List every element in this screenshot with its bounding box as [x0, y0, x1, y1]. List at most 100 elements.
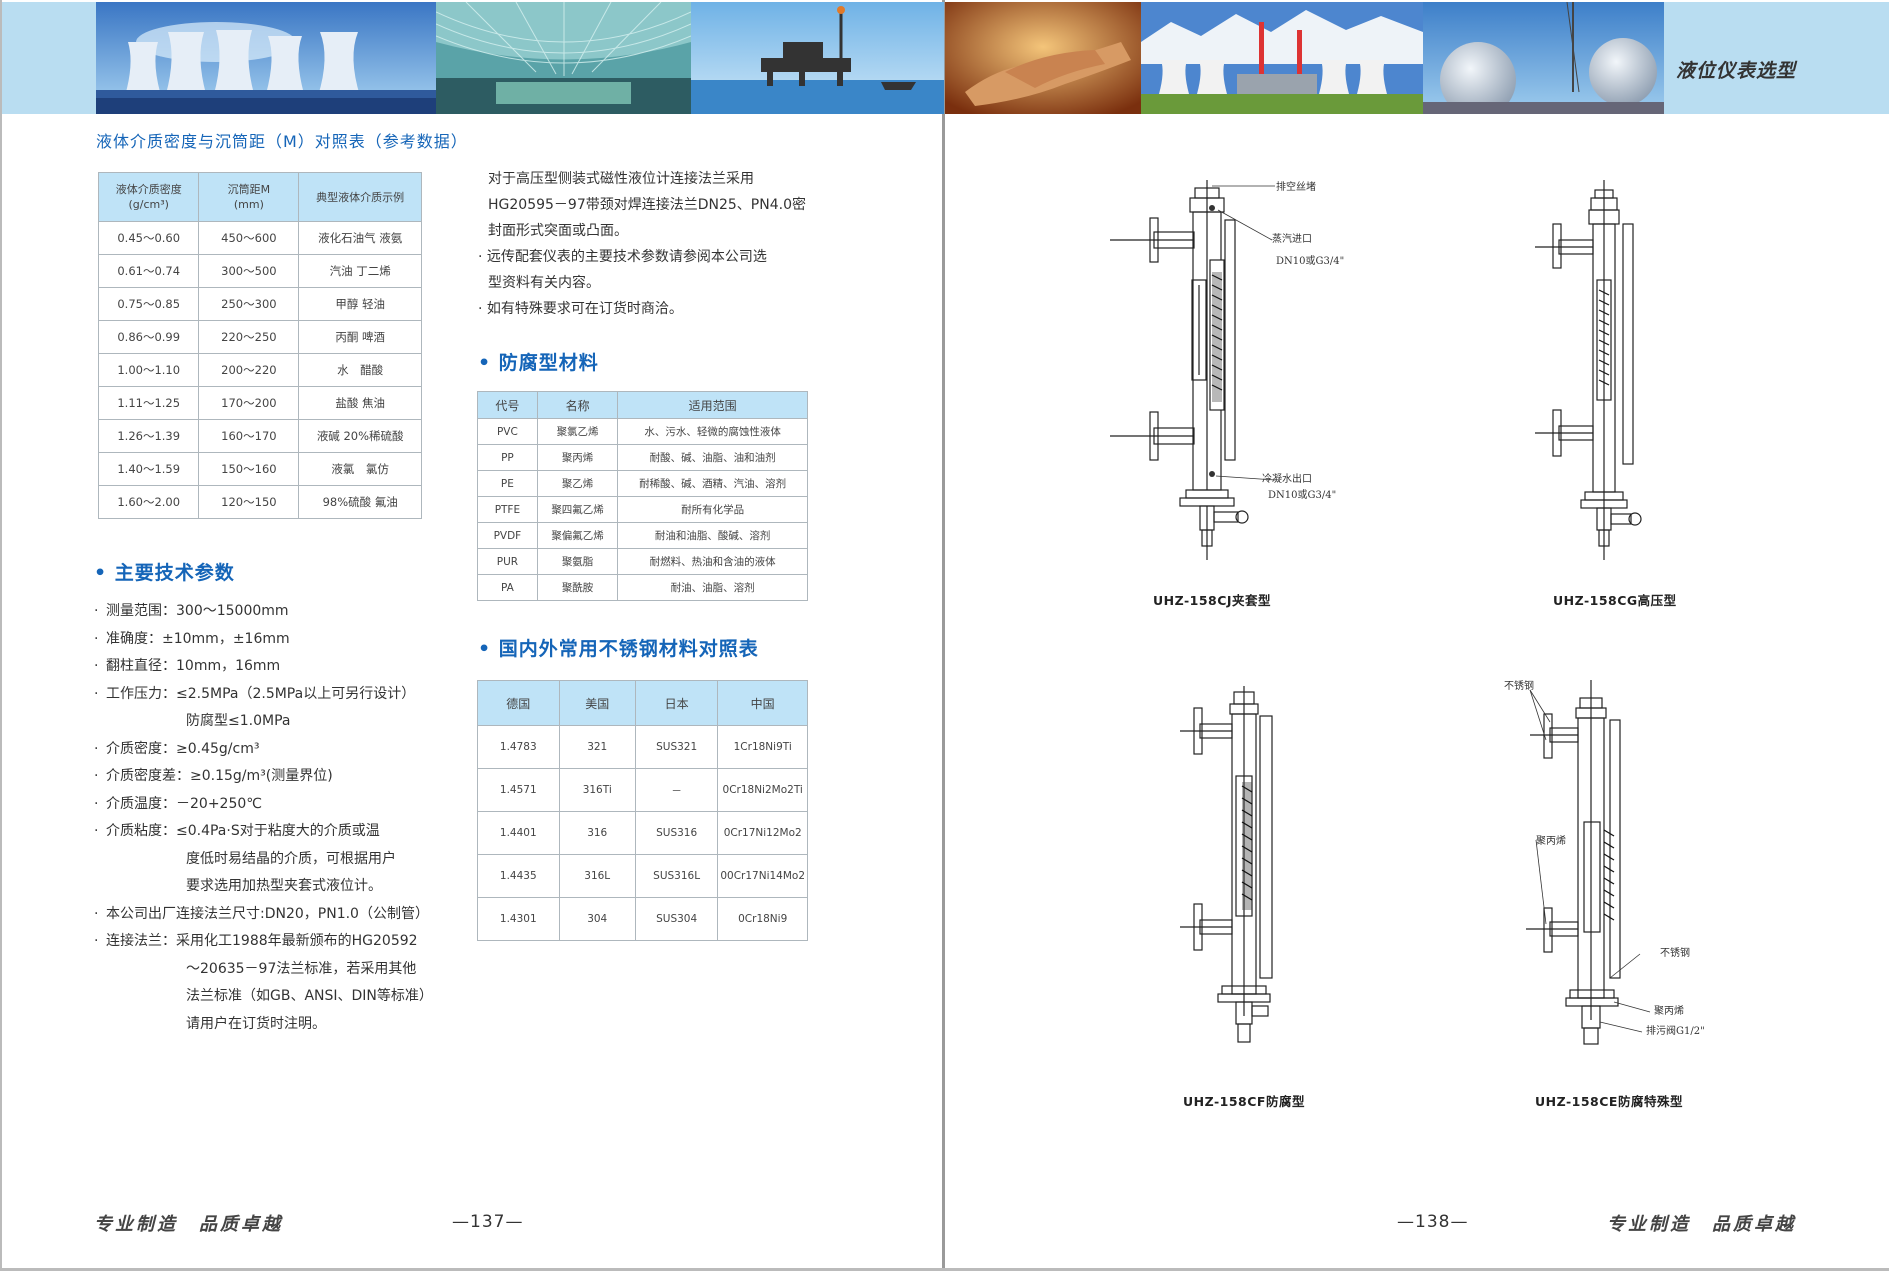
label-stainless-top: 不锈钢 — [1504, 680, 1534, 692]
table-cell: 0.75～0.85 — [97, 287, 200, 321]
density-table-title: 液体介质密度与沉筒距（M）对照表（参考数据） — [96, 132, 468, 151]
table-cell: 聚酰胺 — [536, 574, 619, 601]
diagram-uhz-158cg — [1535, 180, 1642, 560]
label-polypropylene-mid: 聚丙烯 — [1536, 834, 1566, 847]
table-cell: 1.11～1.25 — [97, 386, 200, 420]
table-cell: 1.4401 — [477, 811, 560, 855]
right-page — [945, 0, 1889, 1271]
table-cell: 聚氯乙烯 — [536, 418, 619, 445]
param-continuation: 请用户在订货时注明。 — [186, 1015, 326, 1032]
list-item: ·介质温度：－20+250℃ — [94, 791, 433, 819]
table-cell: 1.60～2.00 — [97, 485, 200, 519]
param-key: 连接法兰： — [106, 933, 176, 949]
param-key: 测量范围： — [106, 603, 176, 619]
table-cell: 00Cr17Ni14Mo2 — [717, 854, 808, 898]
label-condensate-outlet: 冷凝水出口 — [1262, 472, 1312, 485]
param-continuation: 要求选用加热型夹套式液位计。 — [186, 878, 382, 894]
table-cell: 汽油 丁二烯 — [298, 254, 422, 288]
column-header: 名称 — [536, 391, 619, 419]
tech-params-list: ·测量范围：300～15000mm ·准确度：±10mm，±16mm ·翻柱直径… — [94, 598, 433, 1038]
param-key: 介质密度： — [106, 740, 176, 757]
header-distance: 沉筒距M — [227, 183, 271, 196]
note-line: · 如有特殊要求可在订货时商洽。 — [478, 301, 683, 317]
table-cell: 0Cr17Ni12Mo2 — [717, 811, 808, 855]
table-cell: 耐所有化学品 — [617, 496, 808, 523]
column-header: 中国 — [717, 680, 808, 726]
list-item: ·工作压力：≤2.5MPa（2.5MPa以上可另行设计） — [94, 681, 433, 709]
page-number-left: —137— — [452, 1212, 524, 1232]
table-cell: 200～220 — [198, 353, 300, 387]
table-cell: － — [634, 768, 719, 812]
page-bottom-edge — [0, 1268, 1889, 1271]
column-header: 日本 — [634, 680, 719, 726]
column-header: 沉筒距M (mm) — [198, 172, 300, 222]
table-cell: 450～600 — [198, 221, 300, 255]
photo-oil-platform — [691, 2, 944, 114]
param-value: 采用化工1988年最新颁布的HG20592 — [176, 933, 418, 949]
table-cell: 聚乙烯 — [536, 470, 619, 497]
caption-uhz-158cj: UHZ-158CJ夹套型 — [1153, 593, 1272, 608]
caption-uhz-158cg: UHZ-158CG高压型 — [1553, 593, 1677, 608]
table-cell: 250～300 — [198, 287, 300, 321]
footer-slogan-left: 专业制造 品质卓越 — [94, 1214, 283, 1235]
param-value: 10mm，16mm — [176, 658, 281, 674]
table-cell: 220～250 — [198, 320, 300, 354]
table-cell: 耐油和油脂、酸碱、溶剂 — [617, 522, 808, 549]
note-line: 对于高压型侧装式磁性液位计连接法兰采用 — [488, 171, 754, 187]
header-band-right — [1664, 2, 1889, 114]
param-continuation: 度低时易结晶的介质，可根据用户 — [186, 850, 396, 867]
notes-text: 对于高压型侧装式磁性液位计连接法兰采用 HG20595－97带颈对焊连接法兰DN… — [478, 166, 838, 322]
list-item: ·介质粘度：≤0.4Pa·S对于粘度大的介质或温 — [94, 818, 433, 846]
stainless-title: • 国内外常用不锈钢材料对照表 — [478, 638, 759, 660]
photo-handshake — [945, 2, 1141, 114]
tech-params-title: • 主要技术参数 — [94, 562, 235, 584]
column-header: 典型液体介质示例 — [298, 172, 422, 222]
list-item: ·介质密度差：≥0.15g/m³(测量界位) — [94, 763, 433, 791]
table-cell: 耐酸、碱、油脂、油和油剂 — [617, 444, 808, 471]
note-line: · 远传配套仪表的主要技术参数请参阅本公司选 — [478, 249, 767, 265]
param-value: ≤2.5MPa（2.5MPa以上可另行设计） — [176, 685, 416, 702]
diagram-uhz-158cj: 排空丝堵 蒸汽进口 DN10或G3/4" 冷凝水出口 DN10或G3/4" — [1110, 180, 1344, 560]
table-header-row: 德国 美国 日本 中国 — [477, 680, 808, 726]
list-item: ·连接法兰：采用化工1988年最新颁布的HG20592 — [94, 928, 433, 956]
table-cell: 0Cr18Ni9 — [717, 897, 808, 941]
table-cell: PVC — [477, 418, 538, 445]
param-value: 300～15000mm — [176, 603, 289, 619]
note-line: 封面形式突面或凸面。 — [488, 223, 628, 239]
table-cell: 液化石油气 液氨 — [298, 221, 422, 255]
table-cell: 160～170 — [198, 419, 300, 453]
caption-uhz-158ce: UHZ-158CE防腐特殊型 — [1535, 1094, 1683, 1109]
table-cell: 0.61～0.74 — [97, 254, 200, 288]
table-cell: 聚丙烯 — [536, 444, 619, 471]
table-cell: PTFE — [477, 496, 538, 523]
table-cell: SUS304 — [634, 897, 719, 941]
photo-spherical-tanks — [1423, 2, 1664, 114]
param-value: ±10mm，±16mm — [162, 630, 290, 647]
table-cell: 1.4301 — [477, 897, 560, 941]
table-cell: PA — [477, 574, 538, 601]
list-item: ·本公司出厂连接法兰尺寸:DN20，PN1.0（公制管） — [94, 901, 433, 929]
table-cell: 0.45～0.60 — [97, 221, 200, 255]
param-key: 准确度： — [106, 630, 162, 647]
table-cell: 耐燃料、热油和含油的液体 — [617, 548, 808, 575]
param-key: 本公司出厂连接法兰尺寸: — [106, 905, 265, 922]
table-cell: 120～150 — [198, 485, 300, 519]
label-stainless-bottom: 不锈钢 — [1660, 946, 1690, 959]
table-cell: 盐酸 焦油 — [298, 386, 422, 420]
list-item: ·准确度：±10mm，±16mm — [94, 626, 433, 654]
column-header: 液体介质密度 (g/cm³) — [97, 172, 200, 222]
table-cell: 1.40～1.59 — [97, 452, 200, 486]
param-key: 介质密度差： — [106, 768, 190, 784]
